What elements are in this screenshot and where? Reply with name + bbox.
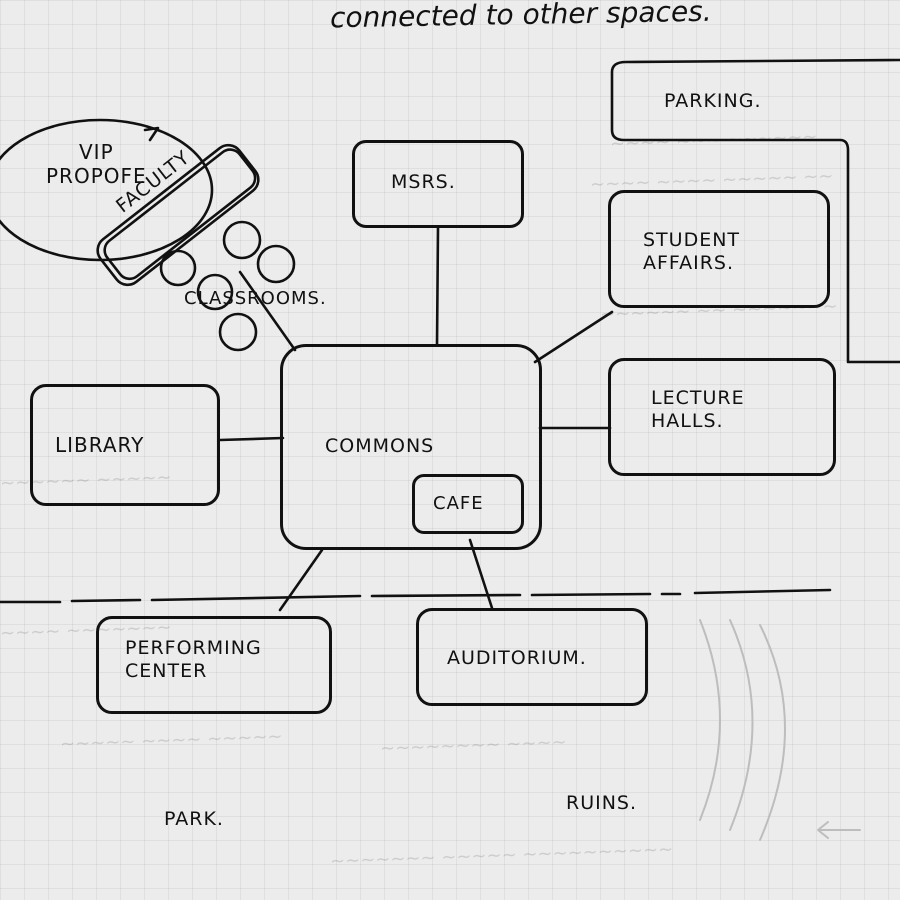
classroom-circle [222,220,262,260]
lecture-halls-box: LECTURE HALLS. [608,358,836,476]
library-box: LIBRARY [30,384,220,506]
bleed-through-writing: ~~~~~~~~ ~~~~ [379,731,568,760]
vip-propofe-label: VIP PROPOFE [46,140,147,188]
classrooms-label: CLASSROOMS. [184,288,327,309]
bleed-through-writing: ~~~~~ ~~~~ ~~~~~ [59,726,283,755]
park-label: PARK. [164,808,224,830]
cafe-label: CAFE [433,493,484,514]
msrs-box: MSRS. [352,140,524,228]
parking-label: PARKING. [664,90,762,112]
connector-msrs-commons [435,226,440,347]
connector-commons-auditorium [468,538,494,610]
header-note: connected to other spaces. [329,0,712,35]
performing-center-label: PERFORMING CENTER [125,637,262,682]
lecture-halls-label: LECTURE HALLS. [651,387,745,432]
auditorium-label: AUDITORIUM. [447,647,587,669]
cafe-box: CAFE [412,474,524,534]
student-affairs-label: STUDENT AFFAIRS. [643,229,741,274]
auditorium-box: AUDITORIUM. [416,608,648,706]
performing-center-box: PERFORMING CENTER [96,616,332,714]
connector-commons-classrooms [238,270,297,352]
classroom-circle [159,249,197,287]
divider-line [0,588,832,604]
bleed-through-writing: ~~~~ ~~~ ~~~~~~ [609,126,818,155]
student-affairs-box: STUDENT AFFAIRS. [608,190,830,308]
ruins-label: RUINS. [566,792,638,814]
library-label: LIBRARY [55,433,145,457]
connector-library-commons [218,436,285,442]
msrs-label: MSRS. [391,171,456,193]
bleed-through-writing: ~~~~~~~ ~~~~~ ~~~~~~~~~~ [329,839,674,872]
commons-box: COMMONS [280,344,542,550]
classroom-circle [218,312,258,352]
classroom-circle [256,244,296,284]
connector-commons-performing [278,548,324,612]
commons-label: COMMONS [325,435,435,457]
